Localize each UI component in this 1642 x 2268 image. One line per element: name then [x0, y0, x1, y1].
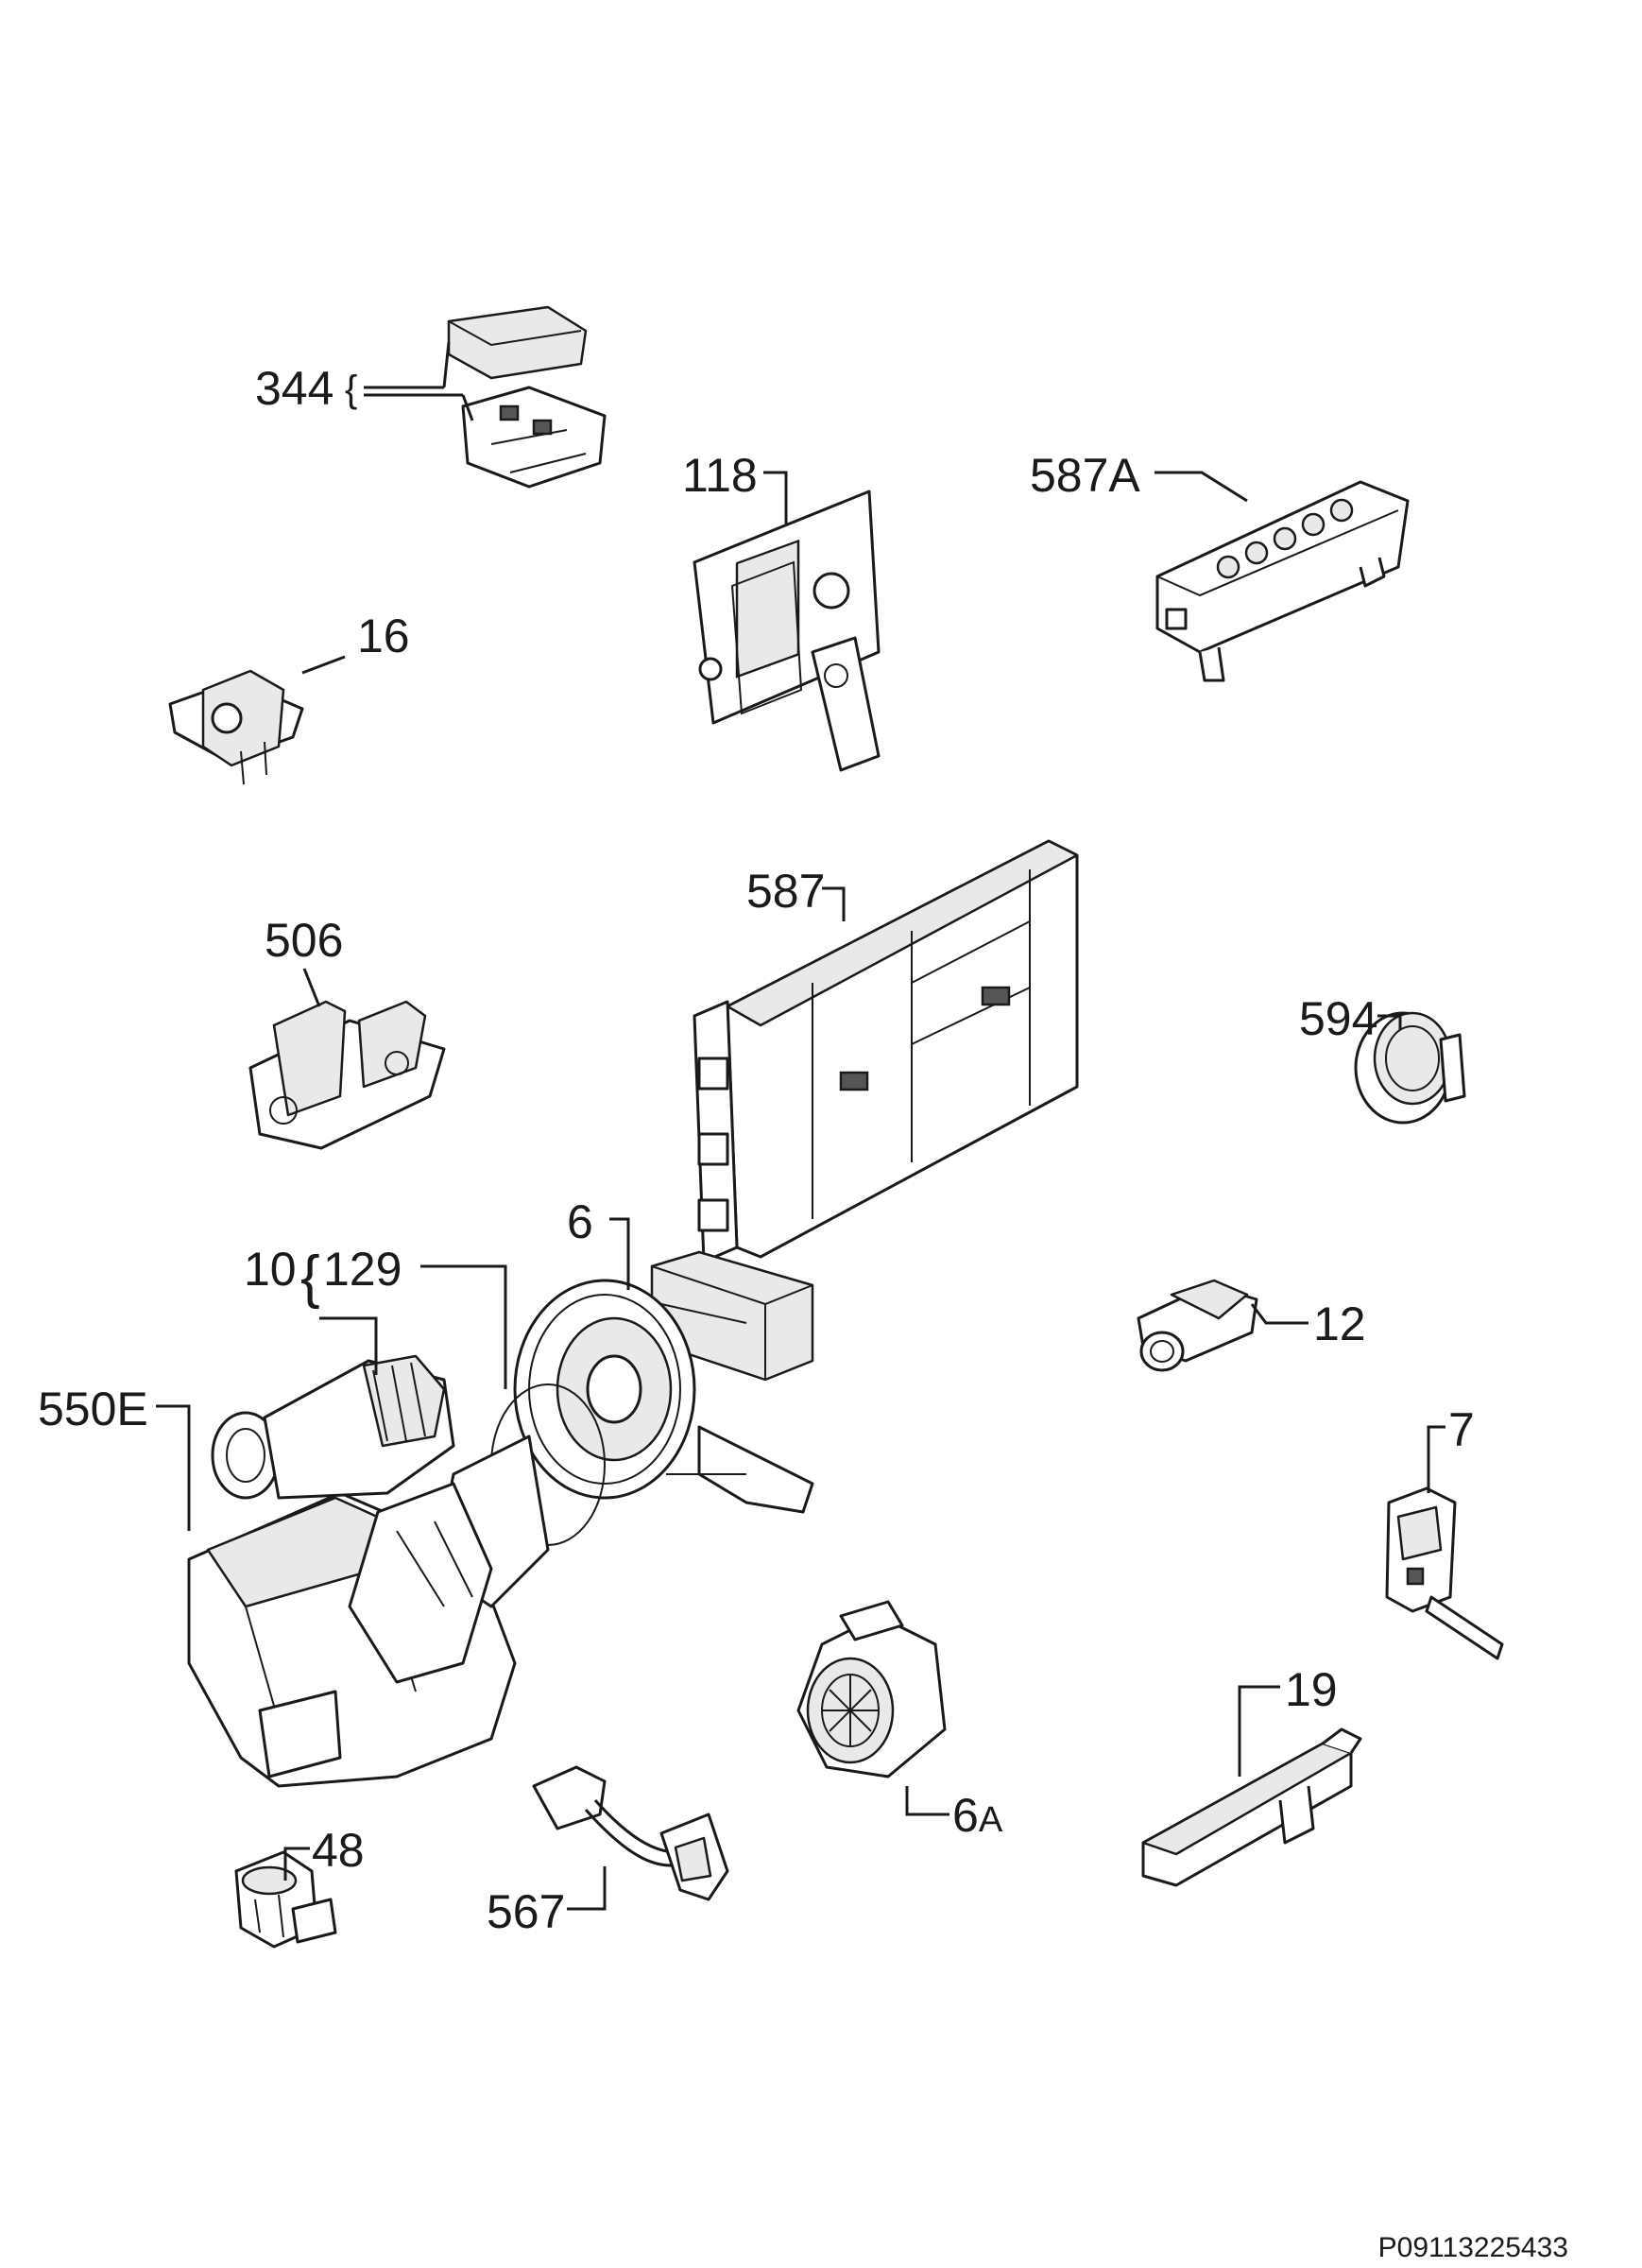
leader-587: [822, 886, 846, 921]
part-506: [248, 1000, 446, 1150]
leader-594: [1377, 1014, 1402, 1030]
label-12: 12: [1313, 1297, 1366, 1350]
part-6A: [796, 1600, 947, 1778]
label-567: 567: [487, 1885, 565, 1938]
leader-6A: [905, 1786, 949, 1816]
label-594: 594: [1299, 992, 1377, 1045]
leader-12: [1250, 1303, 1308, 1325]
label-550E: 550E: [38, 1383, 148, 1435]
leader-550E: [156, 1404, 191, 1531]
part-48: [234, 1850, 337, 1949]
label-6: 6: [567, 1195, 593, 1248]
part-118: [693, 490, 881, 772]
brace-10: {: [300, 1245, 320, 1310]
part-129-seal-ring: [348, 1383, 606, 1684]
leader-129: [420, 1264, 507, 1389]
label-6A: 6A: [952, 1789, 1003, 1842]
document-id: P09113225433: [1378, 2232, 1568, 2263]
label-19: 19: [1285, 1663, 1338, 1716]
label-48: 48: [312, 1824, 365, 1877]
part-344: [364, 305, 607, 489]
label-16: 16: [357, 610, 410, 662]
label-344: 344: [255, 362, 334, 415]
part-10-hose-assembly: [211, 1354, 455, 1500]
part-12: [1137, 1279, 1258, 1372]
label-10: 10: [244, 1243, 297, 1296]
part-587A: [1155, 480, 1410, 682]
part-6: [513, 1250, 814, 1514]
leader-16: [301, 655, 346, 675]
part-587: [693, 839, 1079, 1263]
leader-10: [319, 1316, 378, 1375]
part-7: [1385, 1486, 1504, 1660]
leader-506: [302, 968, 321, 1007]
label-7: 7: [1448, 1403, 1475, 1456]
label-587A: 587A: [1030, 449, 1140, 502]
label-506: 506: [265, 914, 343, 967]
leader-118: [763, 471, 788, 524]
part-594: [1354, 1011, 1466, 1125]
label-6A-number: 6: [952, 1789, 979, 1842]
leader-567: [567, 1866, 607, 1911]
leader-6: [609, 1217, 630, 1290]
brace-344: {: [345, 369, 357, 410]
part-16: [168, 669, 304, 785]
leader-587A: [1155, 471, 1248, 503]
part-19: [1141, 1727, 1362, 1887]
part-567: [532, 1765, 729, 1901]
leader-7: [1427, 1425, 1445, 1493]
label-118: 118: [682, 449, 758, 502]
leader-19: [1238, 1685, 1280, 1777]
label-587: 587: [746, 865, 825, 918]
label-6A-suffix: A: [979, 1800, 1003, 1840]
leader-48: [283, 1847, 310, 1881]
label-129: 129: [323, 1243, 402, 1296]
